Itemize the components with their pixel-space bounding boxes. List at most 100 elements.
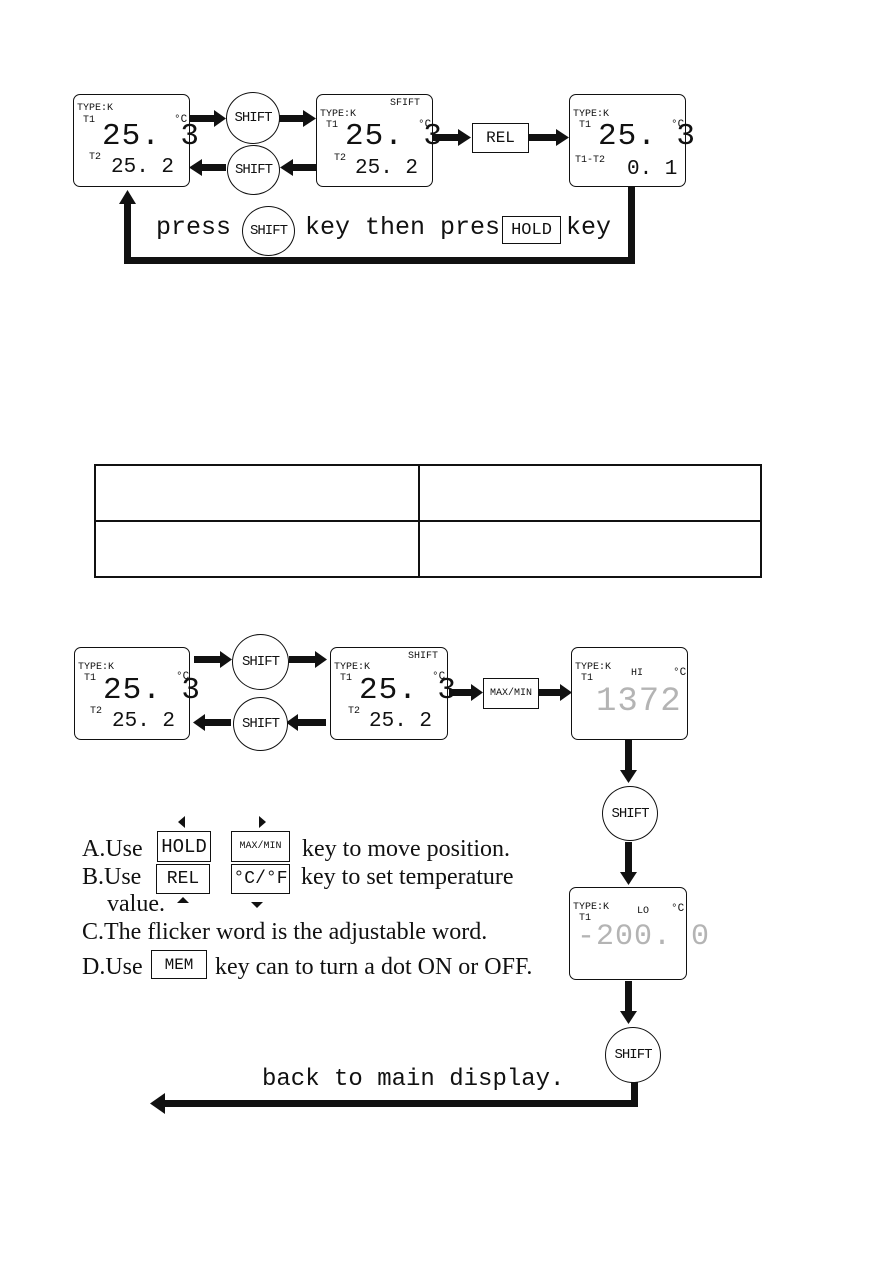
probe-type: TYPE:K: [573, 109, 610, 120]
empty-table: [94, 464, 762, 578]
shift-button[interactable]: SHIFT: [227, 145, 280, 195]
table-row: [94, 464, 762, 522]
arrow-right: [279, 115, 303, 122]
instruction-d-prefix: D.Use: [82, 954, 143, 980]
lcd-display: TYPE:K SFIFT T1 25. 3 °C T2 25. 2: [316, 94, 442, 187]
probe-type: TYPE:K: [573, 902, 610, 913]
instruction-text: key then press: [305, 213, 516, 242]
t2-label: T2: [90, 706, 103, 717]
return-loop: [628, 186, 635, 264]
probe-type: TYPE:K: [78, 662, 115, 673]
arrow-right: [538, 689, 560, 696]
table-cell: [418, 464, 762, 522]
arrow-down: [625, 740, 632, 770]
arrow-right: [432, 134, 458, 141]
probe-type: TYPE:K: [320, 109, 357, 120]
t1-label: T1: [84, 673, 97, 684]
probe-type: TYPE:K: [334, 662, 371, 673]
t1-value: 25. 3: [102, 119, 201, 154]
unit-toggle-key[interactable]: °C/°F: [231, 864, 290, 894]
hold-key[interactable]: HOLD: [157, 831, 211, 862]
shift-button[interactable]: SHIFT: [226, 92, 280, 144]
shift-button[interactable]: SHIFT: [232, 634, 289, 690]
max-value: 1372: [596, 683, 682, 721]
left-triangle-icon: [178, 816, 185, 828]
t2-value: 25. 2: [112, 710, 176, 733]
arrow-left: [293, 164, 316, 171]
t1-label: T1: [83, 115, 96, 126]
t2-label: T2: [89, 152, 102, 163]
shift-button[interactable]: SHIFT: [602, 786, 658, 841]
table-cell: [418, 520, 762, 578]
t1-label: T1: [340, 673, 353, 684]
arrow-right: [194, 656, 220, 663]
instruction-d-text: key can to turn a dot ON or OFF.: [215, 954, 533, 980]
min-value: -200. 0: [577, 920, 711, 954]
max-min-key[interactable]: MAX/MIN: [231, 831, 290, 862]
mode-label: SHIFT: [408, 651, 439, 662]
unit-label: °C: [671, 903, 685, 915]
unit-label: °C: [174, 114, 188, 126]
arrow-right: [556, 129, 569, 146]
table-cell: [94, 464, 420, 522]
lcd-display: TYPE:K T1 25. 3 °C T1-T2 0. 1: [569, 94, 695, 187]
arrow-left: [286, 714, 298, 731]
shift-button[interactable]: SHIFT: [242, 206, 295, 256]
lcd-display: TYPE:K T1 25. 3 °C T2 25. 2: [74, 647, 200, 740]
arrow-left: [202, 164, 226, 171]
arrow-right: [214, 110, 226, 127]
return-loop: [124, 257, 635, 264]
rel-key[interactable]: REL: [156, 864, 210, 894]
probe-type: TYPE:K: [575, 662, 612, 673]
mem-key[interactable]: MEM: [151, 950, 207, 979]
lo-label: LO: [637, 906, 650, 917]
arrow-right: [190, 115, 214, 122]
arrow-right: [315, 651, 327, 668]
t1-value: 25. 3: [359, 673, 458, 708]
t1-value: 25. 3: [598, 119, 697, 154]
arrow-right: [528, 134, 556, 141]
instruction-a-prefix: A.Use: [82, 836, 143, 862]
hold-key[interactable]: HOLD: [502, 216, 561, 244]
shift-button[interactable]: SHIFT: [233, 697, 288, 751]
arrow-right: [458, 129, 471, 146]
t1-label: T1: [579, 120, 592, 131]
instruction-b-text: key to set temperature: [301, 864, 514, 890]
arrow-right: [471, 684, 483, 701]
rel-key[interactable]: REL: [472, 123, 529, 153]
lcd-display-lo: TYPE:K T1 LO °C -200. 0: [569, 887, 709, 980]
instruction-c-text: C.The flicker word is the adjustable wor…: [82, 919, 488, 945]
back-loop: [631, 1080, 638, 1107]
down-triangle-icon: [251, 902, 263, 908]
t2-value: 25. 2: [355, 157, 419, 180]
t2-label: T2: [334, 153, 347, 164]
t2-label: T2: [348, 706, 361, 717]
arrow-right: [303, 110, 316, 127]
back-arrow-head: [150, 1093, 165, 1114]
unit-label: °C: [432, 671, 446, 683]
t1-value: 25. 3: [103, 673, 202, 708]
t1-label: T1: [581, 673, 594, 684]
arrow-down: [620, 872, 637, 885]
instruction-b-continued: value.: [107, 891, 165, 917]
table-cell: [94, 520, 420, 578]
arrow-down: [625, 842, 632, 872]
unit-label: °C: [418, 119, 432, 131]
arrow-right: [220, 651, 232, 668]
arrow-left: [298, 719, 326, 726]
instruction-text: press: [156, 213, 232, 242]
arrow-left: [205, 719, 231, 726]
shift-button[interactable]: SHIFT: [605, 1027, 661, 1083]
t1-label: T1: [579, 913, 592, 924]
arrow-up: [119, 190, 136, 204]
arrow-left: [193, 714, 205, 731]
lcd-display: TYPE:K SHIFT T1 25. 3 °C T2 25. 2: [330, 647, 456, 740]
max-min-key[interactable]: MAX/MIN: [483, 678, 539, 709]
right-triangle-icon: [259, 816, 266, 828]
arrow-down: [620, 1011, 637, 1024]
t1-label: T1: [326, 120, 339, 131]
unit-label: °C: [673, 667, 687, 679]
arrow-left: [280, 159, 293, 176]
arrow-down: [625, 981, 632, 1011]
